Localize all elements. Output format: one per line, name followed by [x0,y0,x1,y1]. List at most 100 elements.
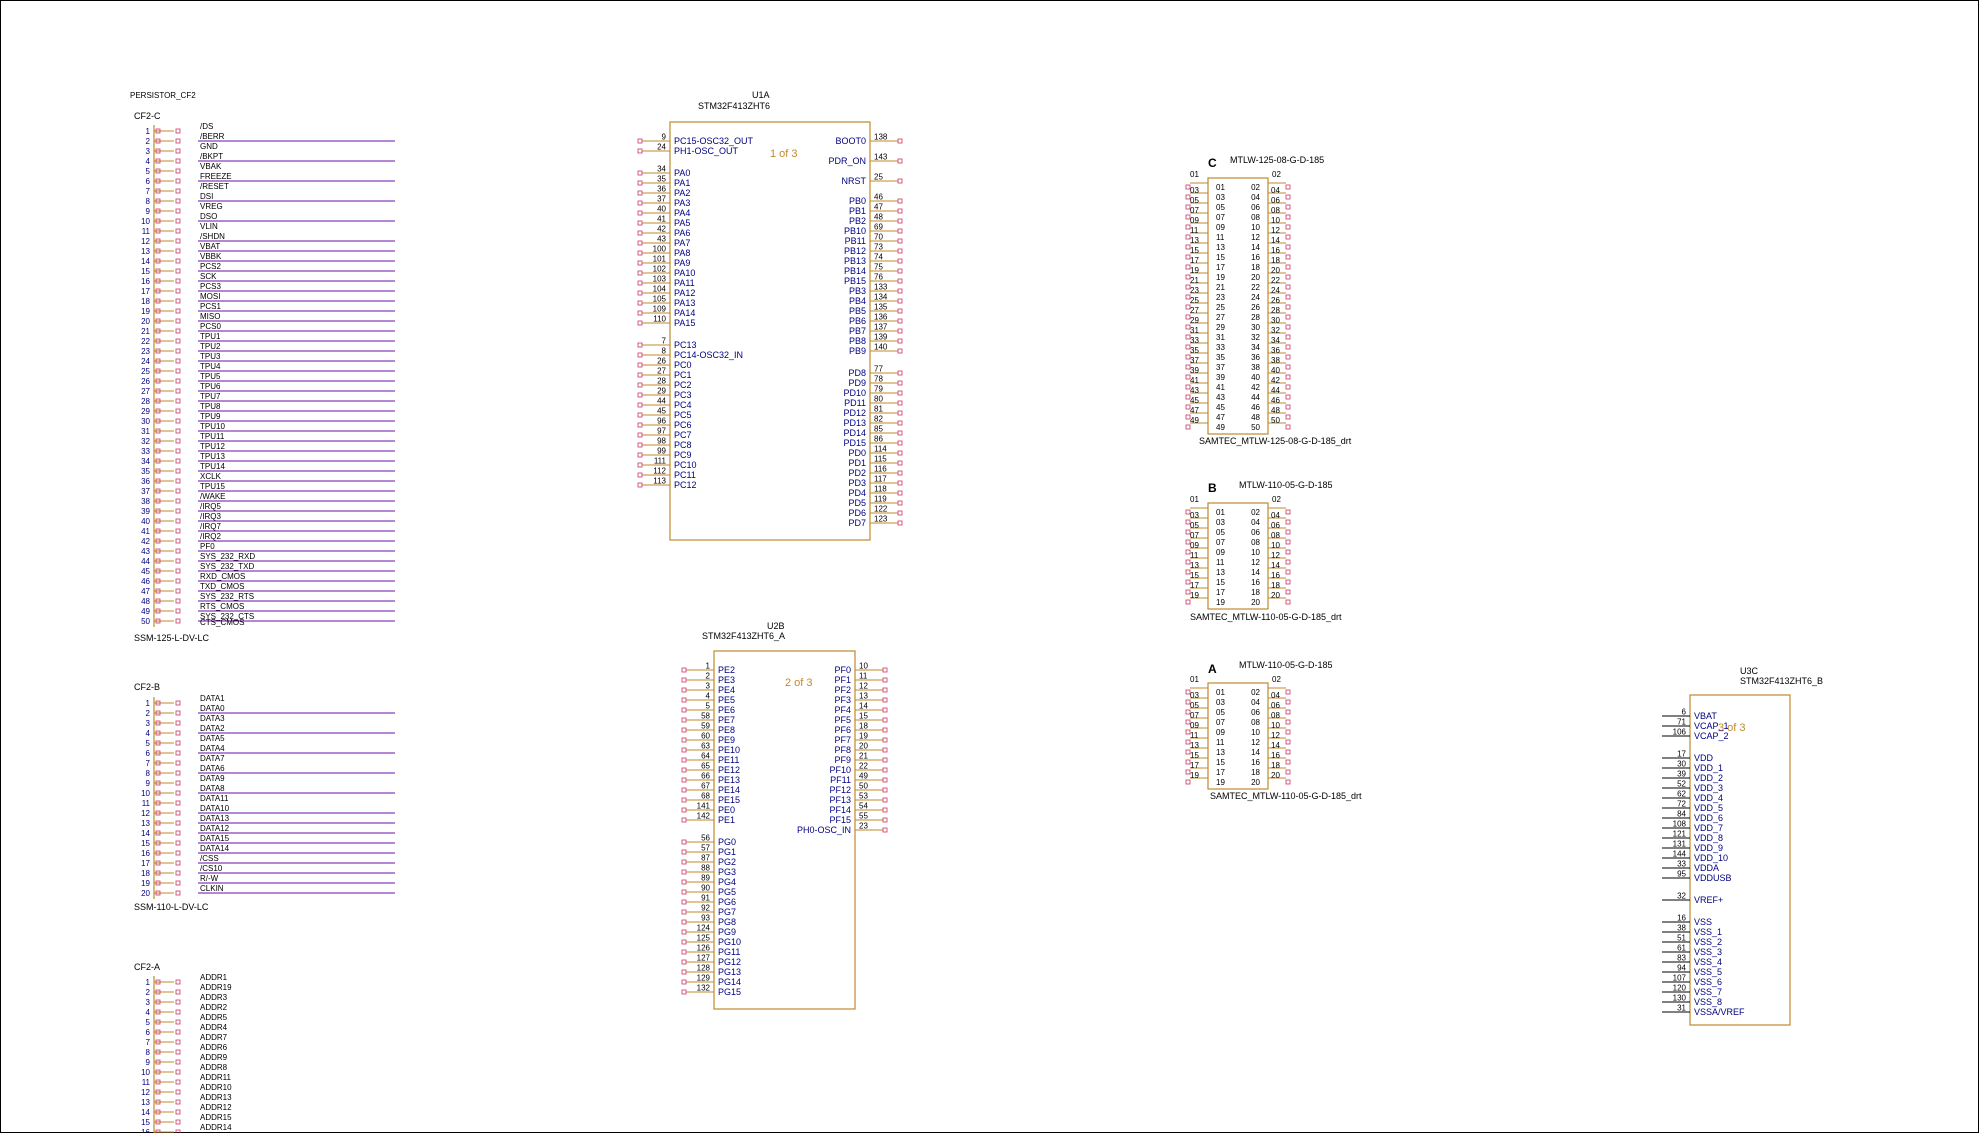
cf2c-net-label: VBBK [200,252,222,261]
conn_c-outer-left: 45 [1190,396,1199,405]
cf2a-pin-end [155,1039,161,1045]
cf2a-connector[interactable]: CF2-A 1ADDR12ADDR193ADDR34ADDR25ADDR56AD… [134,962,232,1133]
cf2c-net-label: FREEZE [200,172,232,181]
u1a-pin-end [897,138,903,144]
u2b-pin-number: 4 [706,692,711,701]
u3c-pin-number: 108 [1673,820,1687,829]
u2b-pin-number: 142 [697,812,711,821]
cf2c-pin-end [175,558,181,564]
cf2b-pin-number: 5 [146,739,151,748]
cf2b-connector[interactable]: CF2-B SSM-110-L-DV-LC 1DATA12DATA03DATA3… [134,682,395,912]
cf2c-pin-end [175,488,181,494]
u1a-pin-end [637,148,643,154]
conn-b-symbol[interactable]: B MTLW-110-05-G-D-185 SAMTEC_MTLW-110-05… [1185,480,1342,622]
conn_a-outer-right: 18 [1271,761,1280,770]
u1a-pin-name: PB7 [849,326,866,336]
conn_c-outer-right: 20 [1271,266,1280,275]
u3c-pin-name: VDD [1694,753,1714,763]
conn_c-inner-right: 48 [1251,413,1260,422]
cf2b-pin-end [175,770,181,776]
cf2a-pin-end [175,1049,181,1055]
cf2a-pin-number: 16 [141,1128,150,1133]
u3c-pin-number: 72 [1677,800,1686,809]
u2b-pin-name: PF11 [830,775,851,785]
cf2c-pin-end [155,488,161,494]
u3c-pin-name: VBAT [1694,711,1717,721]
conn_c-left-end [1185,244,1191,250]
cf2c-net-label: TPU6 [200,382,221,391]
conn_c-right-end [1285,194,1291,200]
conn_a-inner-left: 19 [1216,778,1225,787]
u1a-pin-name: PA2 [674,188,690,198]
u2b-pin-end [681,747,687,753]
conn_c-outer-right: 38 [1271,356,1280,365]
u3c-pin-number: 33 [1677,860,1686,869]
u2b-pin-end [681,717,687,723]
conn-c-symbol[interactable]: C MTLW-125-08-G-D-185 SAMTEC_MTLW-125-08… [1185,155,1352,446]
cf2c-pin-number: 2 [146,137,151,146]
cf2c-pin-end [175,358,181,364]
conn_b-left-end [1185,579,1191,585]
cf2c-pin-number: 26 [141,377,150,386]
conn_b-body [1207,502,1269,610]
conn_c-inner-right: 22 [1251,283,1260,292]
u1a-pin-end [637,240,643,246]
u2b-pin-name: PG13 [718,967,741,977]
u1a-pin-end [897,430,903,436]
u1a-pin-number: 42 [657,225,666,234]
conn_b-inner-right: 12 [1251,558,1260,567]
u1a-pin-number: 118 [874,485,887,494]
u1a-pin-number: 112 [653,467,666,476]
cf2c-connector[interactable]: PERSISTOR_CF2 CF2-C SSM-125-L-DV-LC 1/DS… [130,91,395,643]
conn_c-left-end [1185,384,1191,390]
cf2b-pin-number: 18 [141,869,150,878]
u3c-pin-name: VSS [1694,917,1712,927]
u3c-pin-name: VSS_1 [1694,927,1722,937]
conn-a-part: MTLW-110-05-G-D-185 [1239,660,1333,670]
u1a-pin-number: 9 [662,133,667,142]
conn_b-inner-left: 19 [1216,598,1225,607]
cf2b-net-label: CLKIN [200,884,224,893]
cf2c-pin-end [175,458,181,464]
conn_a-outer-left: 09 [1190,721,1199,730]
u1a-pin-end [897,228,903,234]
u1a-pin-name: PA3 [674,198,690,208]
cf2c-pin-end [155,248,161,254]
cf2c-pin-number: 36 [141,477,150,486]
cf2c-pin-end [155,518,161,524]
conn_a-outer-left: 03 [1190,691,1199,700]
u1a-pin-number: 46 [874,193,883,202]
conn_b-outer-right: 10 [1271,541,1280,550]
u1a-pin-name: PB4 [849,296,866,306]
conn_c-outer-right: 50 [1271,416,1280,425]
cf2a-pin-number: 13 [141,1098,150,1107]
conn_c-right-end [1285,214,1291,220]
cf2a-pin-number: 4 [146,1008,151,1017]
cf2c-pin-end [175,188,181,194]
cf2c-pin-end [175,268,181,274]
conn_c-outer-right: 48 [1271,406,1280,415]
cf2c-pin-end [155,618,161,624]
conn-a-symbol[interactable]: A MTLW-110-05-G-D-185 SAMTEC_MTLW-110-05… [1185,660,1362,801]
conn_c-right-end [1285,414,1291,420]
conn_a-top-right: 02 [1272,675,1281,684]
u1a-pin-name: PA0 [674,168,690,178]
cf2a-pin-end [175,1059,181,1065]
cf2c-net-label: /IRQ3 [200,512,221,521]
u1a-pin-end [637,280,643,286]
u2b-pin-name: PE14 [718,785,740,795]
u2b-pin-number: 93 [701,914,710,923]
u1a-pin-end [637,250,643,256]
u1a-pin-end [897,198,903,204]
u1a-pin-end [637,310,643,316]
u2b-pin-end [882,807,888,813]
cf2c-net-label: SYS_232_TXD [200,562,254,571]
cf2b-pin-number: 9 [146,779,151,788]
u3c-pin-number: 107 [1673,974,1687,983]
conn_b-outer-right: 06 [1271,521,1280,530]
